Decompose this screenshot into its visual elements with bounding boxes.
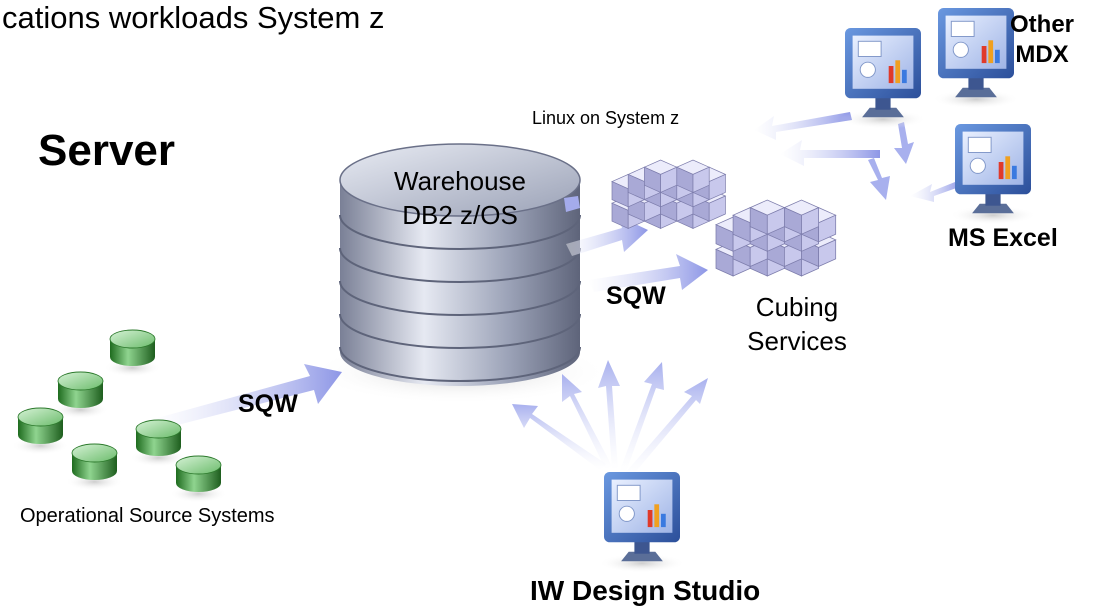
operational-source-systems-label: Operational Source Systems bbox=[20, 505, 275, 527]
arrow-left-sqw bbox=[150, 364, 342, 430]
mdx-label: MDX bbox=[1015, 41, 1069, 68]
cubing-services-label: Cubing Services bbox=[722, 290, 872, 358]
cubing-line2: Services bbox=[747, 326, 847, 356]
other-mdx-label: Other MDX bbox=[1010, 10, 1074, 70]
arrow-mdx-linux bbox=[754, 112, 852, 140]
arrow-top-lower bbox=[588, 254, 708, 292]
cubing-services-cube-icon bbox=[715, 199, 837, 277]
iw-design-studio-label: IW Design Studio bbox=[530, 575, 761, 606]
arrow-mdx-down-2 bbox=[894, 122, 914, 164]
arrow-iw-2 bbox=[562, 374, 612, 470]
source-db-icon bbox=[11, 407, 70, 456]
iw-design-studio-monitor-icon bbox=[597, 471, 687, 574]
mdx-client-monitor-icon-2 bbox=[931, 7, 1021, 110]
arrow-wh-small bbox=[564, 196, 580, 212]
warehouse-line2: DB2 z/OS bbox=[402, 200, 518, 230]
source-db-icon bbox=[103, 329, 162, 378]
slide-title: cations workloads System z bbox=[2, 0, 385, 35]
ms-excel-monitor-icon bbox=[948, 123, 1038, 226]
arrow-iw-4 bbox=[620, 362, 664, 472]
source-db-icon bbox=[51, 371, 110, 420]
arrow-excel-cube bbox=[910, 180, 962, 202]
warehouse-line1: Warehouse bbox=[394, 166, 526, 196]
warehouse-label: Warehouse DB2 z/OS bbox=[362, 164, 558, 232]
cubing-line1: Cubing bbox=[755, 292, 839, 322]
arrow-mdx-cube bbox=[780, 140, 880, 166]
arrow-iw-1 bbox=[512, 404, 606, 470]
other-label: Other bbox=[1010, 11, 1075, 38]
source-db-icon bbox=[169, 455, 228, 504]
mdx-client-monitor-icon bbox=[838, 27, 928, 130]
sqw-label-left: SQW bbox=[238, 390, 298, 418]
server-heading: Server bbox=[38, 126, 176, 175]
source-db-icon bbox=[129, 419, 188, 468]
linux-on-system-z-label: Linux on System z bbox=[532, 108, 680, 128]
source-db-icon bbox=[65, 443, 124, 492]
warehouse-db-icon bbox=[310, 143, 610, 404]
sqw-label-top: SQW bbox=[606, 282, 666, 310]
arrow-iw-3 bbox=[598, 360, 620, 470]
olap-cube-icon bbox=[611, 159, 726, 229]
arrow-iw-5 bbox=[626, 378, 708, 476]
ms-excel-label: MS Excel bbox=[948, 224, 1058, 252]
arrow-mdx-down-1 bbox=[868, 158, 890, 200]
